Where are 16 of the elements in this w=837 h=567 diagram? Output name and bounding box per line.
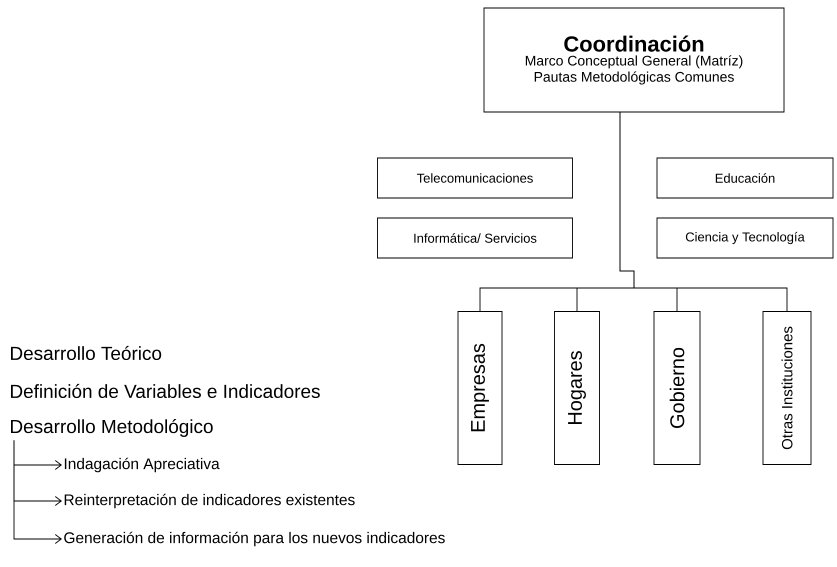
- institution-box: Gobierno: [654, 311, 700, 465]
- list-item: Desarrollo Metodológico: [11, 419, 213, 437]
- list-item: Reinterpretación de indicadores existentes: [64, 494, 355, 508]
- institution-box: Empresas: [458, 311, 502, 465]
- institution-box: Otras Instituciones: [762, 311, 812, 465]
- sector-box: Ciencia y Tecnología: [656, 218, 834, 258]
- connector: [14, 440, 62, 544]
- sector-box: Informática/ Servicios: [377, 218, 573, 258]
- list-item: Desarrollo Teórico: [11, 346, 162, 360]
- list-item: Indagación Apreciativa: [64, 458, 220, 472]
- sector-box: Telecomunicaciones: [377, 158, 573, 198]
- list-item: Definición de Variables e Indicadores: [11, 384, 320, 398]
- sector-box: Educación: [656, 158, 834, 198]
- institution-box: Hogares: [554, 311, 600, 465]
- coordination-box: Coordinación Marco Conceptual General (Matríz) Pautas Metodológicas Comunes: [484, 8, 784, 112]
- list-item: Generación de información para los nuevos indicadores: [64, 532, 445, 546]
